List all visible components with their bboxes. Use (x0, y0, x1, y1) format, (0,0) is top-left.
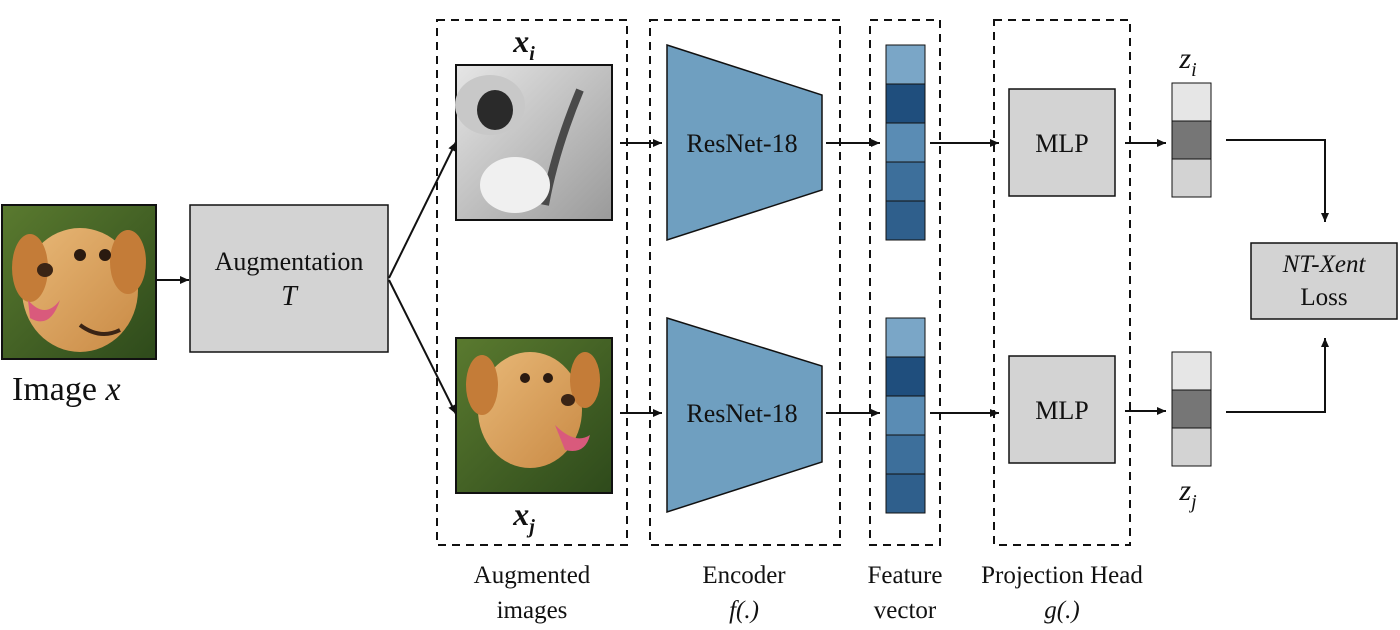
z-cell (1171, 351, 1212, 391)
caption-feature-line1: Feature (868, 562, 943, 589)
loss-box (1250, 242, 1398, 320)
feature-cell (885, 473, 926, 514)
caption-feature-line2: vector (874, 597, 937, 624)
encoder-top (666, 43, 823, 242)
zi-label: zi (1178, 42, 1196, 81)
view-j-image (455, 337, 613, 494)
mlp-top-box (1008, 88, 1116, 197)
augmented-images-group (436, 19, 628, 546)
encoder-top-label: ResNet-18 (686, 129, 797, 158)
mlp-bottom-box (1008, 355, 1116, 464)
zj-vector (1171, 351, 1212, 467)
feature-vector-group (869, 19, 941, 546)
z-cell (1171, 427, 1212, 467)
augmentation-var: T (281, 281, 299, 312)
z-cell (1171, 158, 1212, 198)
zi-vector (1171, 82, 1212, 198)
zj-label: zj (1178, 474, 1197, 513)
z-cell (1171, 120, 1212, 160)
projection-head-group (993, 19, 1131, 546)
feature-cell (885, 395, 926, 436)
view-i-label: xi (512, 23, 535, 65)
arrow-zi-to-loss (1226, 139, 1329, 222)
encoder-bottom-label: ResNet-18 (686, 399, 797, 428)
caption-augmented-line1: Augmented (474, 562, 591, 589)
feature-cell (885, 356, 926, 397)
loss-label: Loss (1300, 284, 1347, 311)
arrow-to-view-j (388, 279, 457, 415)
feature-cell (885, 122, 926, 163)
feature-cell (885, 83, 926, 124)
encoder-bottom (666, 316, 823, 514)
caption-projection-line2: g(.) (1044, 597, 1079, 624)
view-i-image (455, 64, 613, 221)
feature-cell (885, 200, 926, 241)
feature-cell (885, 317, 926, 358)
feature-vector-bottom (885, 317, 926, 514)
z-cell (1171, 389, 1212, 429)
caption-encoder-line1: Encoder (702, 562, 786, 589)
augmentation-box (189, 204, 389, 353)
input-caption: Image x (12, 371, 121, 408)
caption-encoder-line2: f(.) (729, 597, 759, 624)
view-j-label: xj (512, 496, 535, 538)
input-image (1, 204, 157, 360)
loss-name: NT-Xent (1282, 251, 1367, 278)
caption-augmented-line2: images (497, 597, 568, 624)
arrow-zj-to-loss (1226, 338, 1329, 413)
augmentation-label: Augmentation (215, 247, 364, 276)
feature-cell (885, 434, 926, 475)
z-cell (1171, 82, 1212, 122)
encoder-group (649, 19, 841, 546)
mlp-bottom-label: MLP (1035, 396, 1088, 425)
caption-projection-line1: Projection Head (981, 562, 1143, 589)
feature-cell (885, 44, 926, 85)
arrow-to-view-i (388, 141, 457, 279)
feature-vector-top (885, 44, 926, 241)
feature-cell (885, 161, 926, 202)
mlp-top-label: MLP (1035, 129, 1088, 158)
